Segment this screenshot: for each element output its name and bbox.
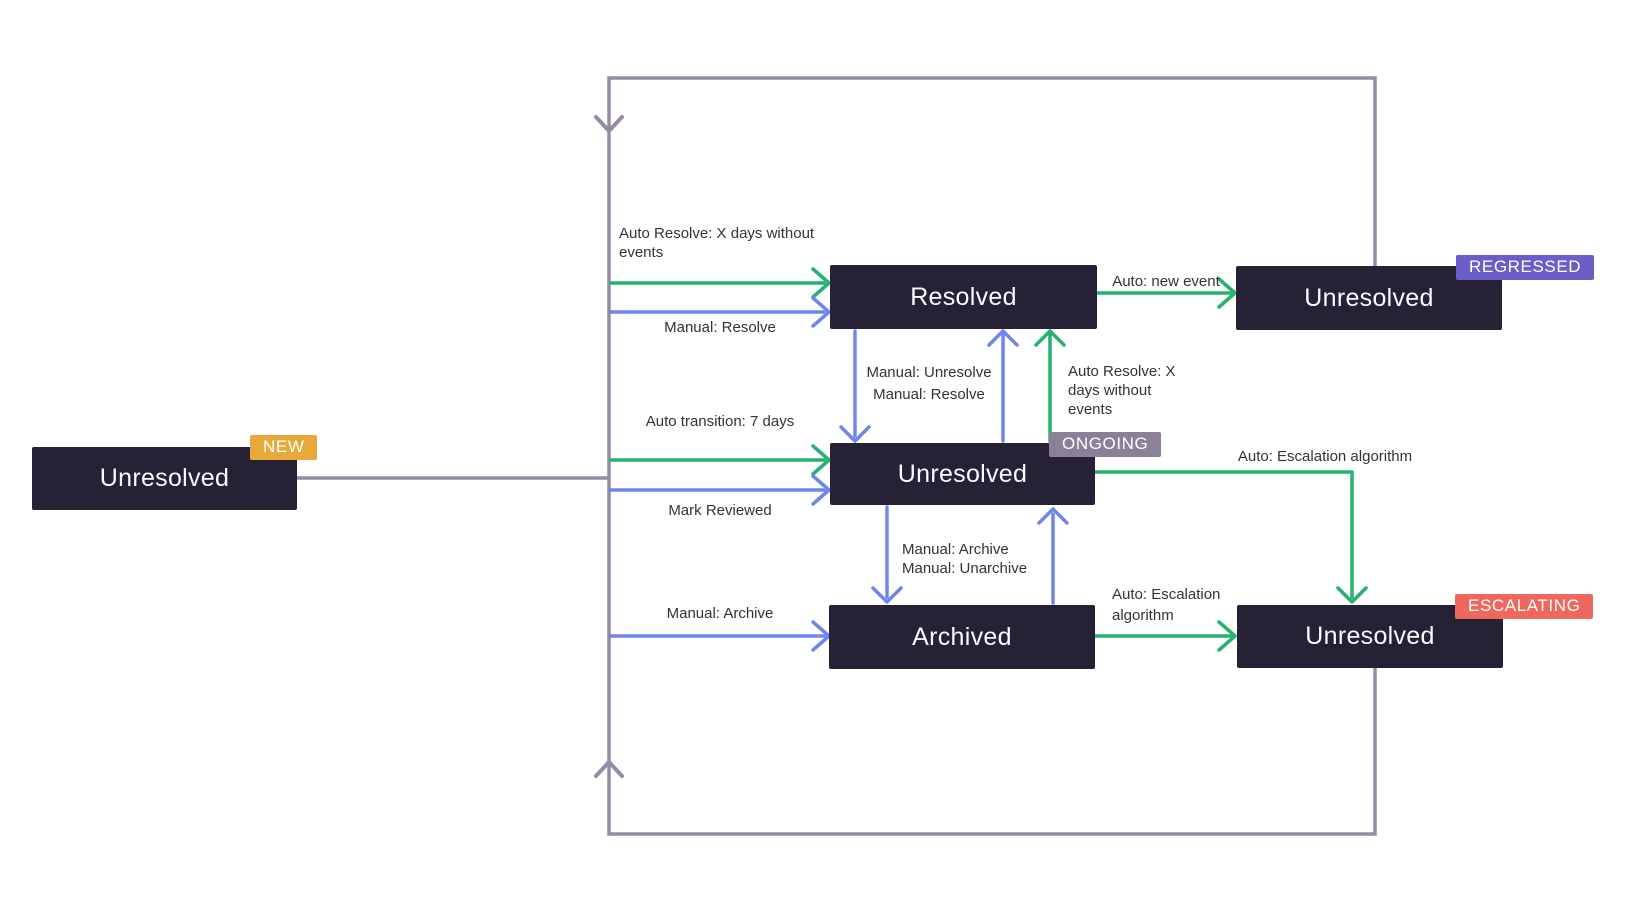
transition-label-manual-resolve-mid: Manual: Resolve [873,386,985,403]
arrowhead-icon [1217,277,1237,309]
state-label: Resolved [910,282,1017,311]
arrowhead-icon [811,474,831,506]
status-badge-regressed: REGRESSED [1456,255,1595,280]
arrow-ongoing-to-escalating [1093,470,1354,599]
state-label: Archived [912,622,1012,651]
arrowhead-icon [1037,507,1069,525]
feedback-loop-line [607,76,1377,836]
manual-transition-arrows [609,296,1069,652]
state-label: Unresolved [99,464,230,492]
state-box-resolved: Resolved [830,265,1097,329]
transition-label-auto-new-event: Auto: new event [1112,273,1220,290]
transition-label-manual-unarchive: Manual: Unarchive [902,560,1028,577]
arrowhead-icon [1217,620,1237,652]
arrowhead-icon [1034,329,1066,347]
state-box-unresolved-escalating: Unresolved [1237,605,1503,668]
transition-label-manual-resolve-top: Manual: Resolve [664,319,776,336]
transition-label-auto-escalation-top: Auto: Escalation algorithm [1237,448,1413,465]
state-label: Unresolved [897,459,1028,488]
status-badge-escalating: ESCALATING [1455,594,1594,619]
transition-label-manual-archive-mid: Manual: Archive [902,541,1009,558]
transition-label-manual-archive-bottom: Manual: Archive [666,605,774,622]
transition-label-auto-transition-7-days: Auto transition: 7 days [645,413,795,430]
arrowhead-icon [871,586,903,604]
status-badge-ongoing: ONGOING [1049,432,1162,457]
arrowhead-icon [811,444,831,476]
transition-label-auto-resolve-mid: Auto Resolve: X days without events [1068,363,1176,418]
loop-up-arrowhead-icon [594,760,624,778]
transition-label-auto-resolve-top: Auto Resolve: X days without events [619,225,815,261]
arrowhead-icon [839,425,871,443]
status-badge-new: NEW [250,435,318,460]
transition-label-auto-escalation-bottom: Auto: Escalation algorithm [1112,586,1221,624]
arrowhead-icon [1336,586,1368,604]
state-label: Unresolved [1304,283,1434,312]
arrowhead-icon [987,329,1019,347]
arrowhead-icon [811,267,831,299]
loop-down-arrowhead-icon [594,115,624,133]
transition-label-manual-unresolve: Manual: Unresolve [866,364,992,381]
arrowhead-icon [811,296,831,328]
auto-transition-arrows [609,267,1368,652]
state-label: Unresolved [1305,622,1435,650]
transition-label-mark-reviewed: Mark Reviewed [668,502,772,519]
state-box-unresolved-ongoing: Unresolved [830,443,1095,505]
state-box-archived: Archived [829,605,1095,669]
